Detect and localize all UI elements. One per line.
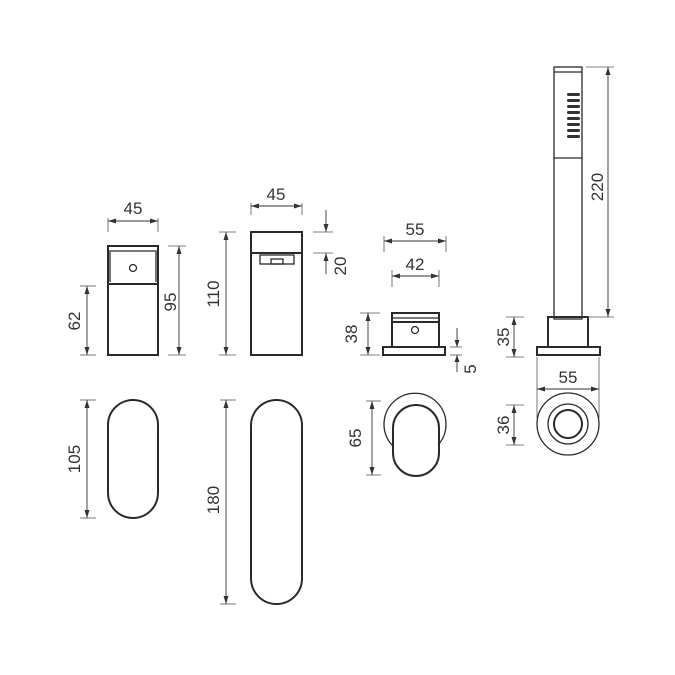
hand-shower-top-view: 36 [494, 392, 600, 456]
spray-nozzles-icon [567, 93, 580, 138]
basin-mixer-top-view: 105 [65, 399, 159, 519]
dim-diverter-base-height: 5 [461, 364, 480, 373]
bath-spout-top-view: 180 [204, 399, 303, 605]
dim-shower-inner-diameter: 36 [494, 416, 513, 435]
dim-holder-height: 35 [494, 328, 513, 347]
dim-basin-width: 45 [124, 199, 143, 218]
dim-diverter-body-width: 42 [406, 255, 425, 274]
bath-spout-side-view: 45 110 20 [204, 185, 350, 356]
dim-spout-height: 110 [204, 280, 223, 307]
diverter-top-view: 65 [346, 392, 447, 477]
knob-icon [128, 263, 138, 273]
dim-basin-total-height: 95 [161, 293, 180, 312]
knob-icon [410, 325, 420, 335]
hand-shower-side-view: 220 35 55 [494, 66, 614, 418]
dim-spout-length: 180 [204, 486, 223, 514]
dim-basin-body-height: 62 [65, 312, 84, 331]
dim-diverter-height: 38 [342, 325, 361, 344]
dim-spout-top-height: 20 [331, 257, 350, 276]
dim-basin-length: 105 [65, 445, 84, 473]
dim-diverter-base-width: 55 [406, 220, 425, 239]
dim-shower-length: 220 [588, 173, 607, 201]
dim-diverter-length: 65 [346, 429, 365, 448]
dim-spout-width: 45 [267, 185, 286, 204]
dim-shower-base-width: 55 [559, 368, 578, 387]
basin-mixer-side-view: 45 95 62 [65, 199, 186, 356]
diverter-side-view: 55 42 38 5 [342, 220, 480, 374]
